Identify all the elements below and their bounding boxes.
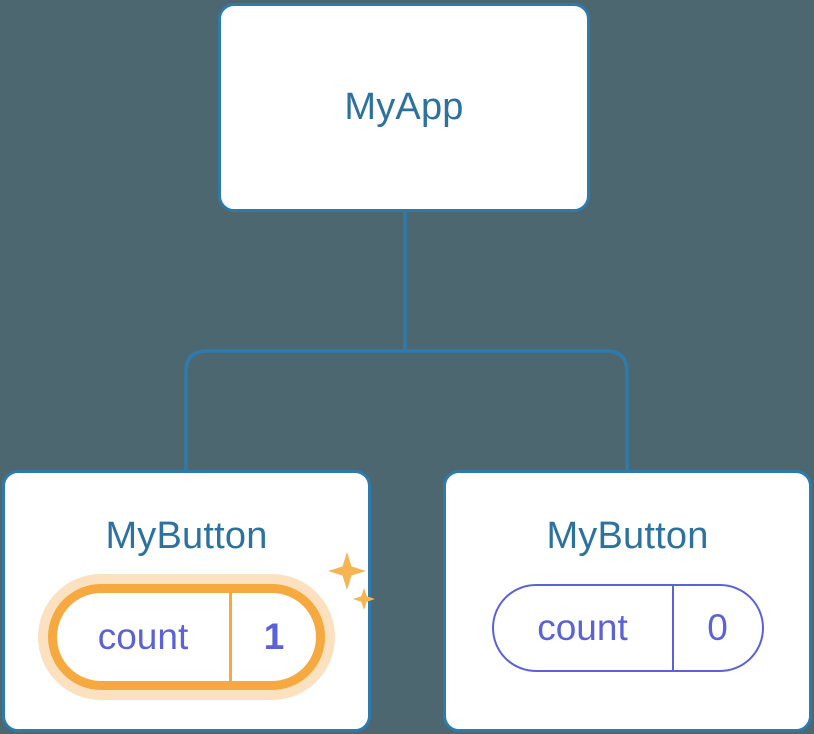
state-pill-left[interactable]: count 1 — [48, 584, 325, 690]
sparkle-small-icon — [353, 588, 375, 610]
node-mybutton-right[interactable]: MyButton count 0 — [443, 470, 812, 732]
node-mybutton-right-title: MyButton — [546, 515, 709, 557]
state-pill-right-wrapper: count 0 — [491, 584, 764, 672]
state-pill-left-key: count — [97, 616, 189, 657]
node-myapp[interactable]: MyApp — [218, 3, 590, 212]
node-myapp-title: MyApp — [344, 86, 464, 128]
state-pill-right[interactable]: count 0 — [491, 584, 764, 672]
state-pill-left-wrapper: count 1 — [48, 552, 375, 690]
node-mybutton-left[interactable]: MyButton count 1 — [2, 470, 375, 732]
sparkle-large-icon — [328, 552, 366, 590]
edge-branch-bus — [184, 349, 629, 470]
state-pill-right-value: 0 — [671, 586, 762, 670]
sparkle-group — [328, 552, 375, 610]
state-pill-right-key: count — [537, 607, 628, 648]
state-pill-left-value: 1 — [229, 593, 316, 681]
node-mybutton-left-title: MyButton — [105, 515, 268, 557]
